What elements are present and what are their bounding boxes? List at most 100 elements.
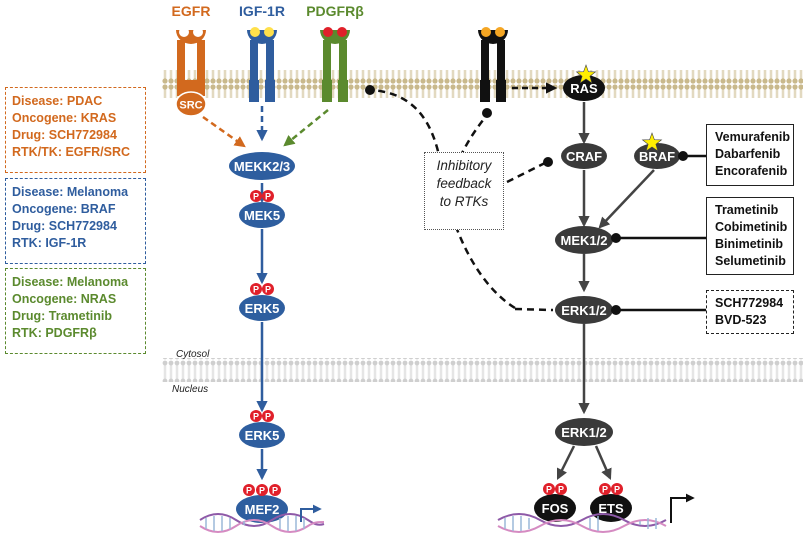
phospho-erk5-nuclear: P P <box>250 410 274 422</box>
svg-text:P: P <box>253 412 259 422</box>
fos-node <box>534 494 576 522</box>
svg-text:P: P <box>558 485 564 495</box>
legend-box-melanoma-braf: Disease: Melanoma Oncogene: BRAF Drug: S… <box>5 178 146 264</box>
svg-text:P: P <box>253 192 259 202</box>
legend-line: Oncogene: BRAF <box>12 202 116 216</box>
egfr-receptor <box>176 27 206 96</box>
ras-label: RAS <box>570 81 598 96</box>
svg-text:P: P <box>546 485 552 495</box>
legend-line: RTK: IGF-1R <box>12 236 87 250</box>
phospho-mek5: P P <box>250 190 274 202</box>
braf-inhibit-icon <box>678 151 688 161</box>
drug-name: Cobimetinib <box>715 220 788 234</box>
mef2-label: MEF2 <box>245 502 280 517</box>
erk-inhibitors-box: SCH772984 BVD-523 <box>706 290 794 334</box>
legend-line: Disease: Melanoma <box>12 185 129 199</box>
egfr-to-mekk-arrow <box>202 115 246 148</box>
feedback-from-erk-line <box>514 307 554 312</box>
drug-name: Encorafenib <box>715 164 788 178</box>
craf-node <box>561 143 607 169</box>
egfr-label: EGFR <box>172 3 211 19</box>
svg-text:P: P <box>272 486 278 496</box>
phospho-fos: P P <box>543 483 567 495</box>
craf-label: CRAF <box>566 149 602 164</box>
drug-name: Selumetinib <box>715 254 786 268</box>
mek12-label: MEK1/2 <box>561 233 608 248</box>
igf1r-receptor <box>247 27 277 102</box>
ras-node <box>563 75 605 101</box>
mek-inhibitors-box: Trametinib Cobimetinib Binimetinib Selum… <box>706 197 794 275</box>
legend-line: RTK/TK: EGFR/SRC <box>12 145 131 159</box>
nuclear-membrane <box>162 358 803 382</box>
ets-label: ETS <box>598 501 624 516</box>
braf-to-mek-arrow <box>598 169 655 229</box>
mekk23-node <box>229 152 295 180</box>
drug-name: Vemurafenib <box>715 130 791 144</box>
mef2-node <box>236 495 288 523</box>
feedback-line: to RTKs <box>439 194 489 209</box>
fos-ets-transcription-arrow <box>670 493 695 523</box>
feedback-to-pdgfrb-line <box>369 88 516 310</box>
src-label: SRC <box>179 100 202 112</box>
feedback-inhibit-craf-icon <box>543 157 553 167</box>
feedback-inhibit-pdgfrb-icon <box>365 85 375 95</box>
erk-to-fos-arrow <box>556 445 576 481</box>
svg-text:P: P <box>246 486 252 496</box>
feedback-line: feedback <box>436 176 492 191</box>
dna-helix-left <box>199 513 325 533</box>
mek12-node <box>555 226 613 254</box>
legend-line: Disease: Melanoma <box>12 275 129 289</box>
legend-line: Drug: SCH772984 <box>12 128 117 142</box>
erk12-node <box>555 296 613 324</box>
phospho-mef2: P P P <box>243 484 281 496</box>
svg-text:P: P <box>602 485 608 495</box>
erk12-nuclear-label: ERK1/2 <box>561 425 607 440</box>
src-node <box>175 91 207 117</box>
igf1r-label: IGF-1R <box>239 3 285 19</box>
pdgfrb-receptor <box>320 27 350 102</box>
drug-name: Binimetinib <box>715 237 784 251</box>
fos-label: FOS <box>542 501 569 516</box>
nucleus-label: Nucleus <box>172 384 209 395</box>
drug-name: BVD-523 <box>715 313 767 327</box>
phospho-erk5: P P <box>250 283 274 295</box>
mek5-label: MEK5 <box>244 208 280 223</box>
inhibitory-feedback-box: Inhibitory feedback to RTKs <box>424 152 504 230</box>
feedback-to-craf-line <box>506 161 546 184</box>
erk5-nuclear-label: ERK5 <box>245 428 280 443</box>
rtk-receptor <box>478 27 508 102</box>
feedback-inhibit-rtk-icon <box>482 108 492 118</box>
legend-line: Oncogene: KRAS <box>12 111 117 125</box>
pdgfrb-label: PDGFRβ <box>306 3 364 19</box>
legend-line: Drug: SCH772984 <box>12 219 117 233</box>
ras-mutation-star-icon <box>575 64 597 84</box>
braf-mutation-star-icon <box>641 132 663 152</box>
erk5-node <box>239 295 285 321</box>
braf-node <box>634 143 680 169</box>
legend-line: Oncogene: NRAS <box>12 292 117 306</box>
svg-text:P: P <box>265 285 271 295</box>
legend-box-melanoma-nras: Disease: Melanoma Oncogene: NRAS Drug: T… <box>5 268 146 354</box>
legend-line: RTK: PDGFRβ <box>12 326 97 340</box>
cytosol-label: Cytosol <box>176 349 210 360</box>
svg-text:P: P <box>259 486 265 496</box>
pdgfrb-to-mekk-arrow <box>283 109 329 147</box>
mek5-node <box>239 202 285 228</box>
drug-name: Dabarfenib <box>715 147 781 161</box>
drug-name: Trametinib <box>715 203 779 217</box>
mek-inhibit-icon <box>611 233 621 243</box>
erk12-label: ERK1/2 <box>561 303 607 318</box>
mef2-transcription-arrow <box>300 504 322 522</box>
erk-to-ets-arrow <box>594 445 612 481</box>
erk12-nuclear-node <box>555 418 613 446</box>
feedback-line: Inhibitory <box>436 158 492 173</box>
svg-text:P: P <box>265 192 271 202</box>
svg-text:P: P <box>614 485 620 495</box>
braf-inhibitors-box: Vemurafenib Dabarfenib Encorafenib <box>706 124 794 186</box>
legend-line: Drug: Trametinib <box>12 309 113 323</box>
legend-line: Disease: PDAC <box>12 94 103 108</box>
erk-inhibit-icon <box>611 305 621 315</box>
erk5-label: ERK5 <box>245 301 280 316</box>
drug-name: SCH772984 <box>715 296 784 310</box>
